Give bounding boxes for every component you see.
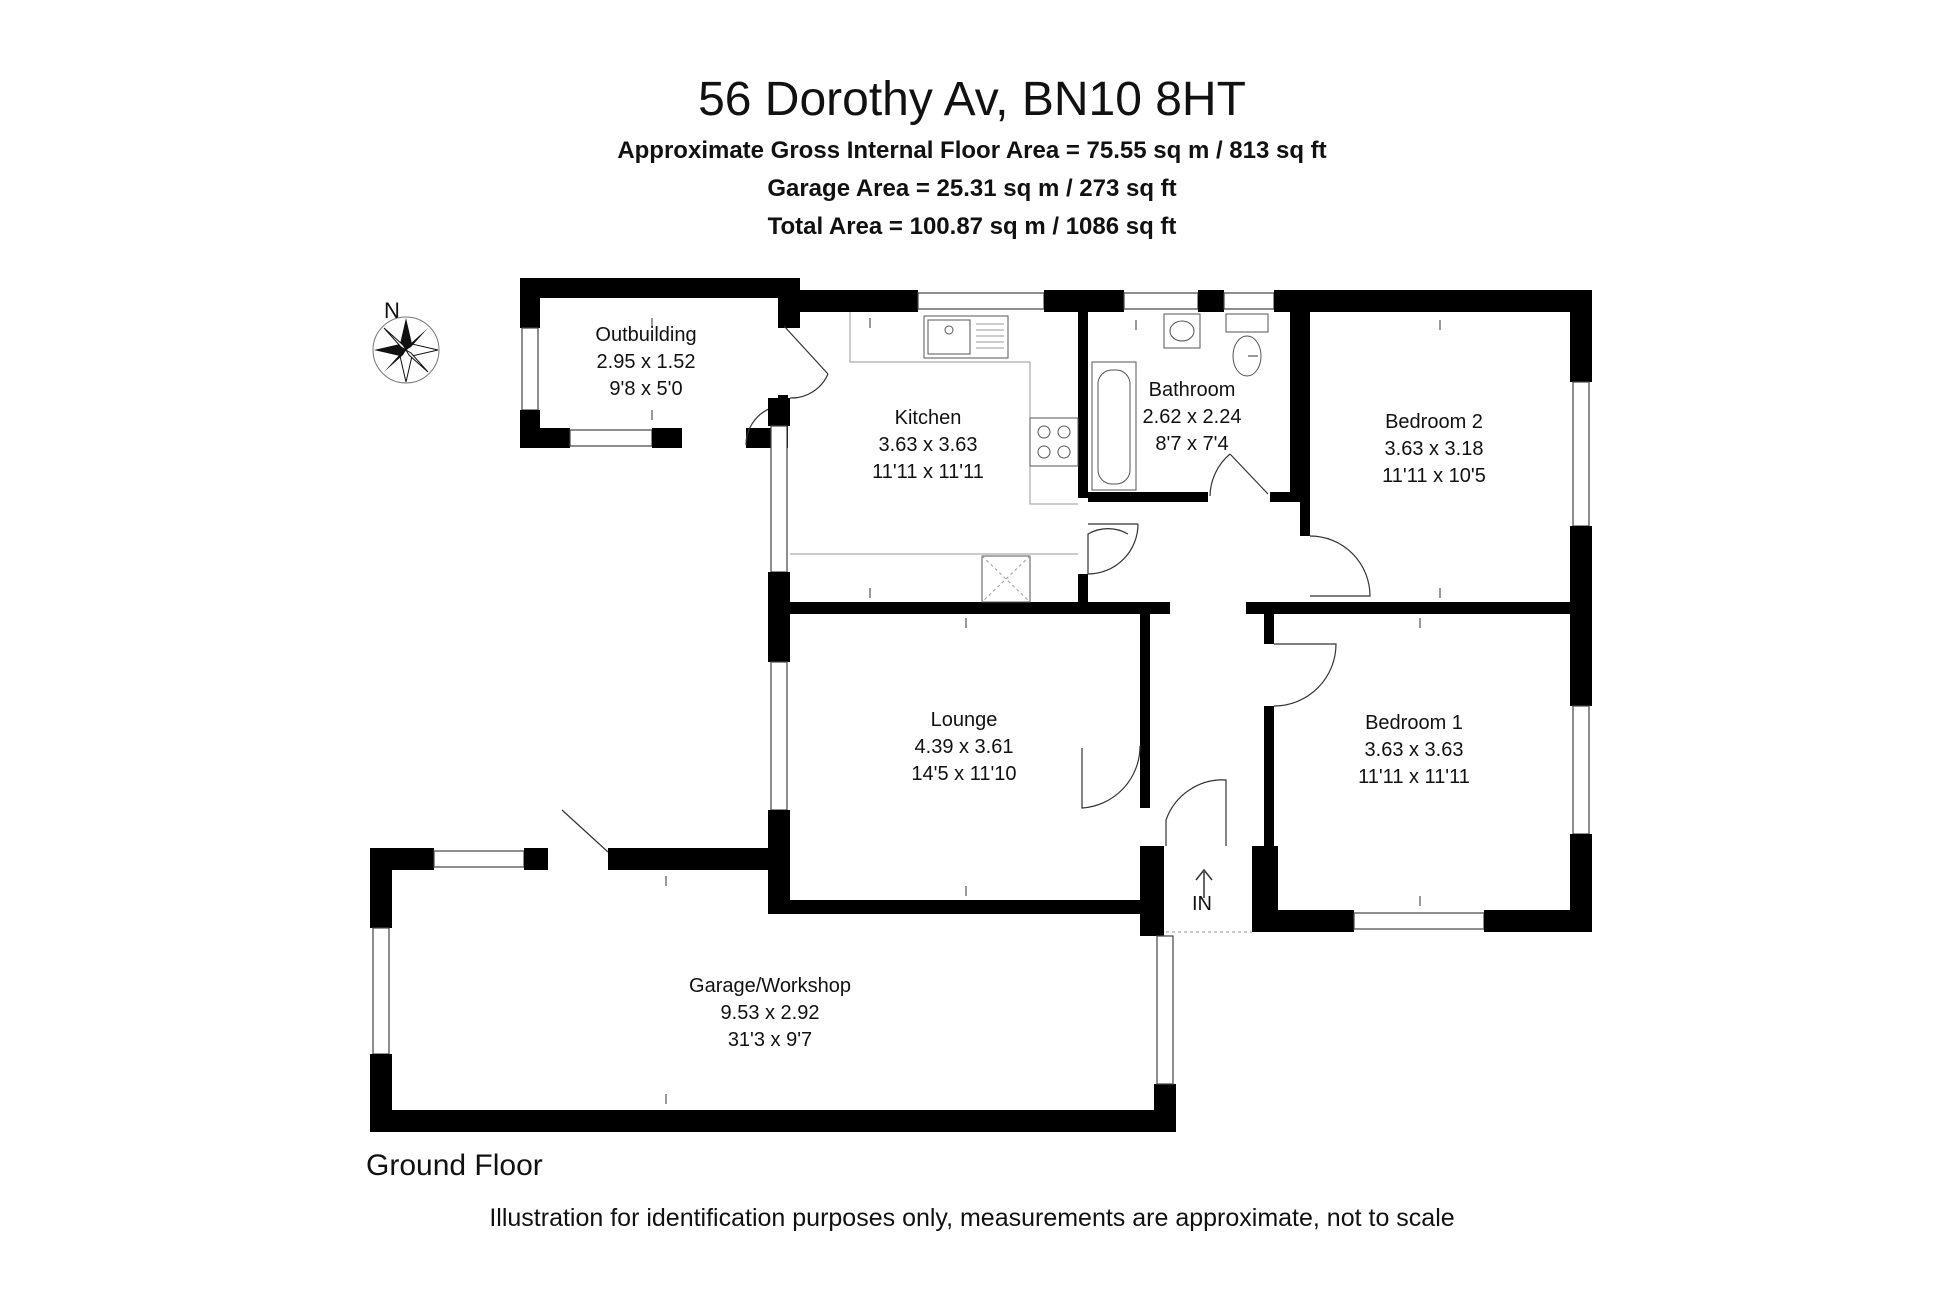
- svg-text:4.39 x 3.61: 4.39 x 3.61: [915, 736, 1014, 758]
- svg-text:3.63 x 3.18: 3.63 x 3.18: [1385, 438, 1484, 460]
- svg-text:Bedroom 2: Bedroom 2: [1385, 411, 1483, 433]
- svg-text:3.63 x 3.63: 3.63 x 3.63: [879, 434, 978, 456]
- room-label-outbuilding: Outbuilding 2.95 x 1.52 9'8 x 5'0: [595, 324, 696, 400]
- entrance-label: IN: [1192, 893, 1212, 915]
- svg-text:11'11 x 11'11: 11'11 x 11'11: [872, 461, 984, 483]
- floor-label: Ground Floor: [366, 1149, 543, 1182]
- total-area-text: Total Area = 100.87 sq m / 1086 sq ft: [768, 213, 1177, 240]
- main-house-walls: [768, 290, 1592, 936]
- svg-text:31'3 x 9'7: 31'3 x 9'7: [728, 1029, 812, 1051]
- bedroom1-door[interactable]: [1273, 643, 1337, 707]
- svg-text:Bedroom 1: Bedroom 1: [1365, 712, 1463, 734]
- garage-walls: [370, 848, 1176, 1132]
- svg-text:9.53 x 2.92: 9.53 x 2.92: [721, 1002, 820, 1024]
- room-label-kitchen: Kitchen 3.63 x 3.63 11'11 x 11'11: [872, 407, 984, 483]
- svg-text:2.95 x 1.52: 2.95 x 1.52: [597, 351, 696, 373]
- svg-text:N: N: [384, 298, 400, 323]
- bathroom-fixtures: [1091, 313, 1269, 491]
- garage-area-text: Garage Area = 25.31 sq m / 273 sq ft: [767, 175, 1176, 202]
- svg-text:Outbuilding: Outbuilding: [595, 324, 696, 346]
- bedroom2-door[interactable]: [1309, 535, 1371, 597]
- svg-text:2.62 x 2.24: 2.62 x 2.24: [1143, 406, 1242, 428]
- compass-icon: N: [372, 298, 440, 384]
- lounge-door[interactable]: [1081, 745, 1141, 809]
- page-title: 56 Dorothy Av, BN10 8HT: [698, 73, 1246, 126]
- svg-text:Lounge: Lounge: [931, 709, 998, 731]
- bathroom-door[interactable]: [1209, 453, 1269, 497]
- kitchen-door[interactable]: [1087, 528, 1129, 574]
- kitchen-door-arc: [1087, 523, 1139, 575]
- room-label-bedroom2: Bedroom 2 3.63 x 3.18 11'11 x 10'5: [1382, 411, 1486, 487]
- entrance-arrow-icon: [1195, 868, 1213, 898]
- dimension-markers: [651, 318, 1441, 1104]
- svg-text:8'7 x 7'4: 8'7 x 7'4: [1155, 433, 1228, 455]
- svg-text:9'8 x 5'0: 9'8 x 5'0: [609, 378, 682, 400]
- svg-text:3.63 x 3.63: 3.63 x 3.63: [1365, 739, 1464, 761]
- svg-text:11'11 x 10'5: 11'11 x 10'5: [1382, 465, 1486, 487]
- room-label-bedroom1: Bedroom 1 3.63 x 3.63 11'11 x 11'11: [1358, 712, 1470, 788]
- svg-text:Kitchen: Kitchen: [895, 407, 962, 429]
- room-label-lounge: Lounge 4.39 x 3.61 14'5 x 11'10: [911, 709, 1016, 785]
- svg-text:Garage/Workshop: Garage/Workshop: [689, 975, 851, 997]
- front-door[interactable]: [1165, 779, 1227, 846]
- outbuilding-side-door[interactable]: [783, 325, 829, 399]
- disclaimer-text: Illustration for identification purposes…: [489, 1204, 1454, 1232]
- outbuilding-walls: [520, 278, 800, 448]
- room-label-garage: Garage/Workshop 9.53 x 2.92 31'3 x 9'7: [689, 975, 851, 1051]
- garage-door[interactable]: [561, 809, 609, 853]
- kitchen-units: [790, 312, 1079, 603]
- svg-text:11'11 x 11'11: 11'11 x 11'11: [1358, 766, 1470, 788]
- gross-area-text: Approximate Gross Internal Floor Area = …: [617, 137, 1326, 164]
- room-label-bathroom: Bathroom 2.62 x 2.24 8'7 x 7'4: [1143, 379, 1242, 455]
- svg-text:14'5 x 11'10: 14'5 x 11'10: [911, 763, 1016, 785]
- svg-text:Bathroom: Bathroom: [1149, 379, 1236, 401]
